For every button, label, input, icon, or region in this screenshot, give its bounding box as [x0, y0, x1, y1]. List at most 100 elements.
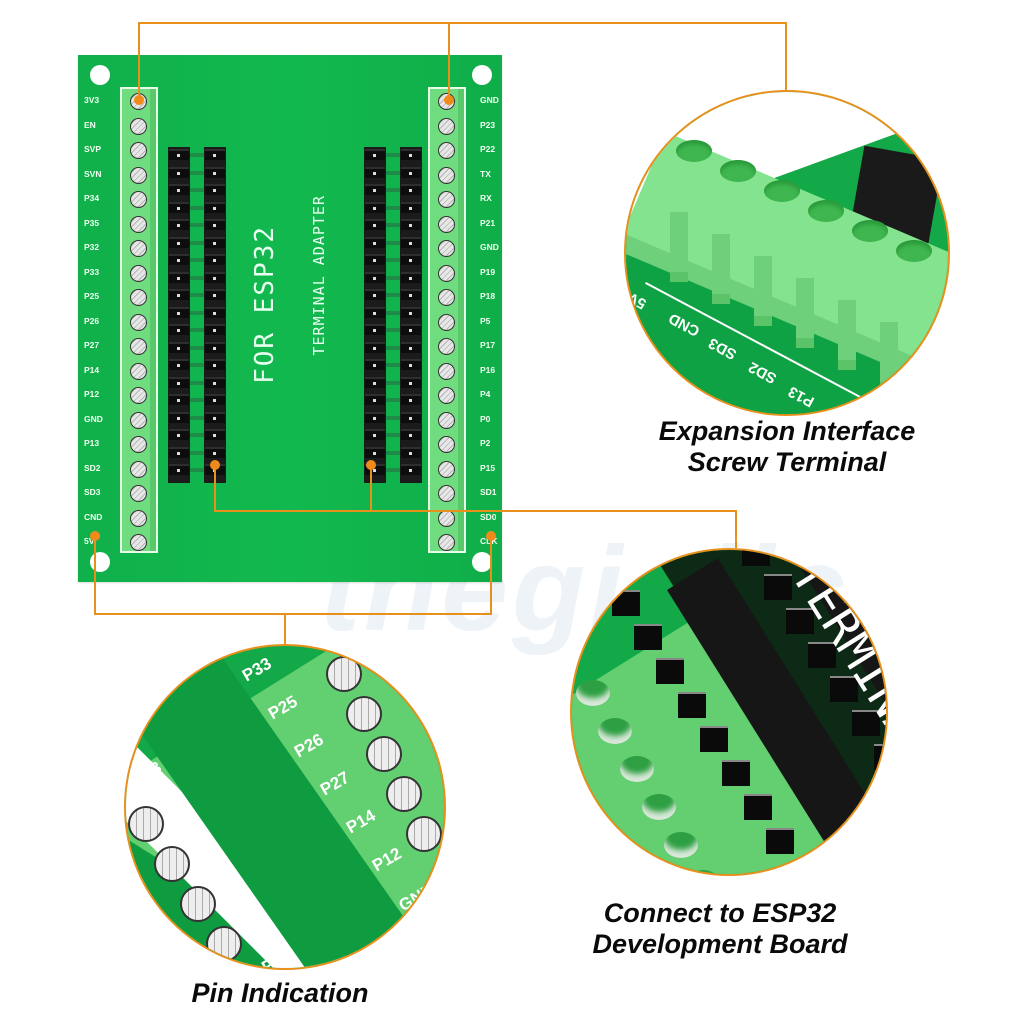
screw-icon — [130, 142, 147, 159]
header-socket — [401, 149, 421, 160]
screw-icon — [386, 776, 422, 812]
header-socket — [169, 254, 189, 265]
header-socket — [205, 254, 225, 265]
screw-icon — [438, 215, 455, 233]
terminal-hole — [686, 870, 720, 874]
screw-icon — [438, 289, 455, 306]
screw-icon — [180, 886, 216, 922]
header-socket — [401, 254, 421, 265]
terminal-leg — [880, 322, 898, 392]
screw-icon — [438, 436, 455, 453]
screw-icon — [130, 117, 147, 135]
pcb-trace — [190, 363, 204, 367]
caption-connect: Connect to ESP32 Development Board — [555, 898, 885, 960]
pin-label: GND — [480, 95, 499, 105]
pcb-trace — [386, 328, 400, 332]
header-socket — [365, 289, 385, 300]
header-socket — [169, 219, 189, 230]
header-socket — [169, 149, 189, 160]
screw-icon — [130, 313, 147, 331]
header-socket — [205, 359, 225, 370]
pin-label: CLK — [480, 536, 498, 546]
left-screw-terminal — [120, 87, 158, 553]
pcb-trace — [386, 415, 400, 420]
header-socket — [401, 166, 421, 178]
callout-dot — [444, 95, 454, 105]
pin-label: P13 — [84, 438, 100, 448]
screw-icon — [130, 191, 147, 208]
pin-label: P15 — [480, 462, 496, 473]
board-subtitle: TERMINAL ADAPTER — [310, 195, 328, 356]
header-socket — [401, 394, 421, 405]
pcb-trace — [190, 380, 204, 385]
header-socket — [365, 219, 385, 230]
pin-label: RX — [480, 193, 492, 203]
screw-icon — [130, 509, 147, 527]
screw-icon — [130, 485, 147, 502]
screw-icon — [438, 117, 455, 135]
screw-icon — [130, 362, 147, 380]
callout-line — [94, 613, 492, 615]
header-socket — [169, 201, 189, 213]
screw-icon — [438, 387, 455, 404]
pcb-trace — [386, 363, 400, 367]
header-socket — [205, 166, 225, 178]
screw-icon — [438, 313, 455, 331]
callout-dot — [90, 531, 100, 541]
pin-label: P14 — [84, 364, 100, 375]
pcb-trace — [190, 240, 204, 245]
header-socket — [205, 446, 225, 458]
screw-icon — [438, 411, 455, 429]
pin-label: P18 — [480, 291, 496, 301]
header-socket — [678, 692, 706, 718]
pin-label: SD0 — [480, 511, 497, 522]
pcb-trace — [190, 223, 204, 227]
pcb-trace — [190, 188, 204, 192]
header-socket — [401, 376, 421, 388]
screw-icon — [438, 338, 455, 355]
screw-icon — [130, 338, 147, 355]
caption-line: Screw Terminal — [687, 447, 887, 478]
pcb-trace — [190, 293, 204, 297]
pin-label: P25 — [84, 291, 100, 301]
header-socket — [169, 429, 189, 440]
header-socket — [205, 411, 225, 423]
terminal-hole — [664, 832, 698, 858]
terminal-leg — [712, 234, 730, 304]
pcb-trace — [190, 310, 204, 315]
screw-icon — [130, 436, 147, 453]
screw-icon — [346, 696, 382, 732]
header-socket — [205, 341, 225, 353]
screw-icon — [206, 926, 242, 962]
pcb-trace — [190, 398, 204, 402]
screw-icon — [130, 289, 147, 306]
pcb-trace — [386, 380, 400, 385]
callout-dot — [134, 95, 144, 105]
header-socket — [365, 359, 385, 370]
terminal-hole — [852, 220, 888, 242]
header-socket — [764, 574, 792, 600]
callout-dot — [210, 460, 220, 470]
header-socket — [365, 201, 385, 213]
header-socket — [169, 376, 189, 388]
screw-icon — [130, 264, 147, 282]
header-socket — [169, 394, 189, 405]
header-socket — [612, 590, 640, 616]
pcb-trace — [386, 153, 400, 157]
pin-label: P16 — [480, 364, 496, 375]
header-socket — [830, 676, 858, 702]
pin-label: SD3 — [84, 487, 101, 497]
pcb-trace — [386, 258, 400, 262]
header-socket — [365, 394, 385, 405]
callout-line — [138, 22, 786, 24]
header-socket — [365, 376, 385, 388]
header-socket — [169, 236, 189, 248]
header-socket — [205, 201, 225, 213]
callout-line — [284, 613, 286, 645]
terminal-hole — [764, 180, 800, 202]
pcb-trace — [190, 415, 204, 420]
pcb-trace — [386, 223, 400, 227]
screw-icon — [438, 240, 455, 257]
